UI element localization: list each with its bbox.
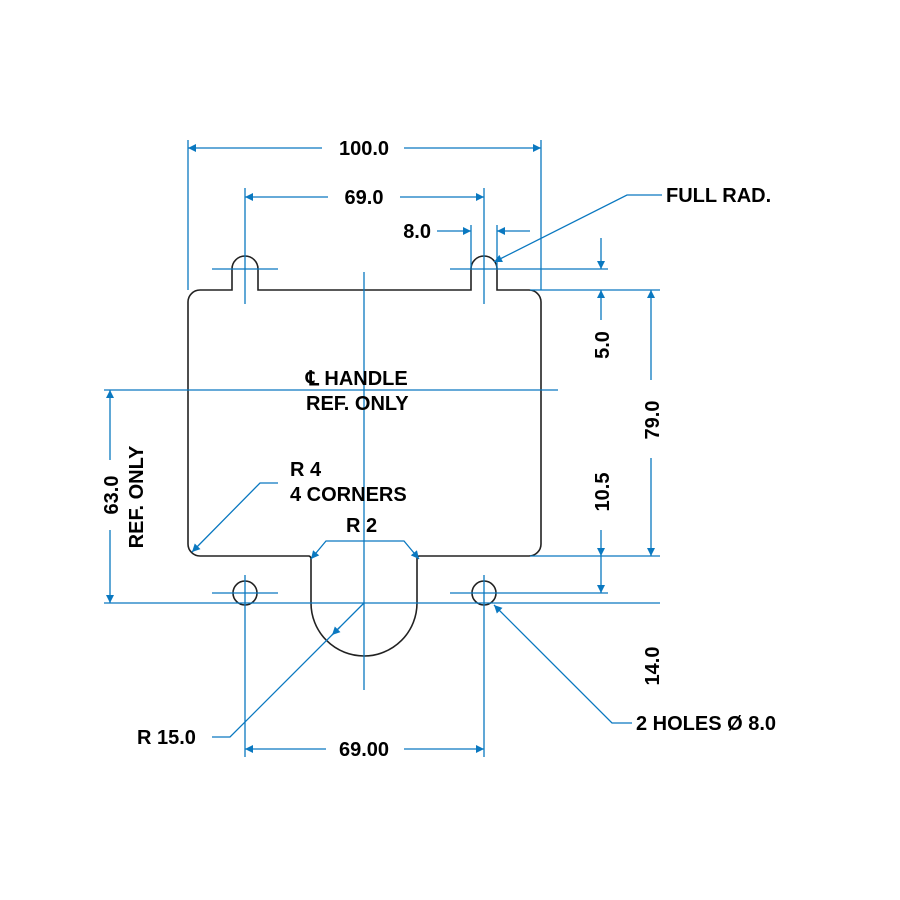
- dim-tab-spacing: 69.0: [345, 187, 384, 209]
- note-corner-count: 4 CORNERS: [290, 484, 407, 506]
- dim-handle-ref: 63.0: [101, 476, 123, 515]
- dimension-lines: [106, 144, 655, 753]
- dim-handle-offset: 10.5: [592, 473, 614, 512]
- dim-handle-ref-note: REF. ONLY: [126, 445, 148, 548]
- leader-lines: [191, 194, 662, 738]
- dim-tab-width: 8.0: [403, 221, 431, 243]
- dim-overall-width: 100.0: [339, 138, 389, 160]
- note-handle-line2: REF. ONLY: [306, 393, 409, 415]
- note-corner-radius: R 4: [290, 459, 322, 481]
- dim-hole-offset: 14.0: [642, 647, 664, 686]
- note-full-rad: FULL RAD.: [666, 185, 771, 207]
- dim-hole-spacing: 69.00: [339, 739, 389, 761]
- dim-overall-height: 79.0: [642, 401, 664, 440]
- note-holes: 2 HOLES Ø 8.0: [636, 713, 776, 735]
- note-handle-line1: ℄ HANDLE: [305, 368, 408, 390]
- center-lines: [104, 140, 660, 757]
- note-handle-radius: R 15.0: [137, 727, 196, 749]
- dim-tab-height: 5.0: [592, 331, 614, 359]
- note-fillet: R 2: [346, 515, 377, 537]
